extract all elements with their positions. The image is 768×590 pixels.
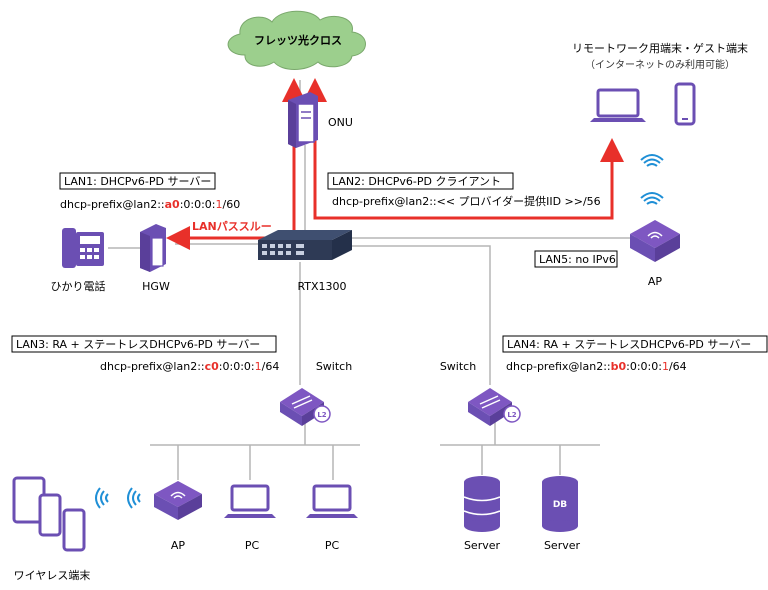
lan1-box (59, 172, 216, 190)
laptop-icon (590, 88, 646, 122)
lan3-box (11, 335, 277, 353)
rtx1300-icon (258, 230, 352, 260)
hgw-label: HGW (142, 280, 170, 293)
cloud-label: フレッツ光クロス (254, 33, 342, 47)
database-icon (542, 476, 578, 532)
lan4-prefix: dhcp-prefix@lan2::b0:0:0:0:1/64 (506, 360, 687, 373)
pc2-label: PC (325, 539, 340, 552)
wifi-signal-icon-left (95, 487, 141, 509)
ap-left-label: AP (171, 539, 186, 552)
smartphone-icon-2 (38, 493, 62, 537)
wifi-signal-icon (640, 154, 664, 205)
remote-title: リモートワーク用端末・ゲスト端末 (572, 41, 748, 55)
remote-subtitle: （インターネットのみ利用可能） (585, 58, 735, 71)
smartphone-icon-3 (62, 508, 86, 552)
smartphone-icon (674, 82, 696, 126)
cloud-icon (227, 10, 366, 70)
switch-left-label: Switch (316, 360, 352, 373)
pc1-label: PC (245, 539, 260, 552)
lan3-prefix: dhcp-prefix@lan2::c0:0:0:0:1/64 (100, 360, 279, 373)
server2-label: Server (544, 539, 581, 552)
lan5-box (534, 250, 618, 268)
lan3-box-label: LAN3: RA + ステートレスDHCPv6-PD サーバー (16, 338, 260, 351)
switch-left-icon (280, 388, 331, 426)
access-point-icon (630, 220, 680, 262)
connection-lines (108, 80, 640, 480)
rtx-label: RTX1300 (297, 280, 346, 293)
db-badge: DB (553, 500, 567, 510)
link-rtx-switch-right (345, 245, 491, 385)
switch-right-label: Switch (440, 360, 476, 373)
switch-right-badge: L2 (507, 411, 516, 419)
phone-label: ひかり電話 (51, 279, 106, 293)
hgw-icon (140, 224, 166, 272)
switch-left-badge: L2 (317, 411, 326, 419)
phone-icon (62, 228, 104, 268)
lan2-prefix: dhcp-prefix@lan2::<< プロバイダー提供IID >>/56 (332, 194, 601, 208)
lan4-box (502, 335, 768, 353)
lan2-box (327, 172, 514, 190)
passthrough-label: LANパススルー (192, 220, 272, 233)
laptop-icon-pc1 (224, 484, 276, 518)
lan5-box-label: LAN5: no IPv6 (539, 253, 616, 266)
onu-icon (288, 92, 318, 148)
switch-right-icon (468, 388, 521, 426)
lan4-box-label: LAN4: RA + ステートレスDHCPv6-PD サーバー (507, 338, 751, 351)
red-paths (166, 78, 624, 250)
arrow-to-remote (313, 138, 624, 220)
server1-label: Server (464, 539, 501, 552)
lan2-box-label: LAN2: DHCPv6-PD クライアント (332, 175, 501, 188)
lan1-prefix: dhcp-prefix@lan2::a0:0:0:0:1/60 (60, 198, 240, 211)
access-point-icon-left (154, 481, 202, 520)
ap-right-label: AP (648, 275, 663, 288)
server-icon (463, 476, 501, 532)
lan1-box-label: LAN1: DHCPv6-PD サーバー (64, 175, 211, 188)
wireless-label: ワイヤレス端末 (14, 568, 91, 582)
onu-label: ONU (328, 116, 353, 129)
laptop-icon-pc2 (306, 484, 358, 518)
